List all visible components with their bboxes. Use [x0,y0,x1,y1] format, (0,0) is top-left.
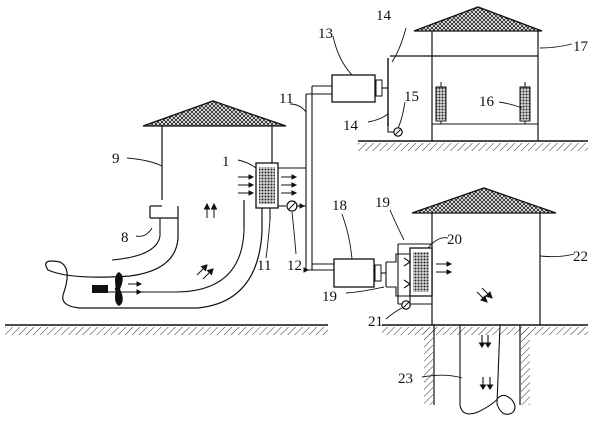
pipe-network [269,85,334,271]
label-14-top: 14 [376,8,392,24]
up-arrows-house [196,202,218,280]
label-21: 21 [368,314,383,330]
top-house [390,6,543,141]
label-20: 20 [447,232,462,248]
down-arrows-pit [478,335,494,391]
label-8: 8 [121,230,129,246]
part-labels: 1 8 9 11 11 12 13 14 14 15 16 17 18 19 1… [112,8,589,387]
label-13: 13 [318,26,333,42]
label-14-bottom: 14 [343,118,359,134]
label-19-bottom: 19 [322,289,337,305]
label-23: 23 [398,371,413,387]
ground-right [382,324,588,335]
radiator-right-16 [519,82,531,124]
ground-top-house [358,140,588,151]
top-unit-13 [331,58,398,133]
heat-exchanger-coil [255,162,279,209]
leader-lines [126,27,575,379]
fan-arrows [128,281,143,295]
label-17: 17 [573,39,589,55]
label-22: 22 [573,249,588,265]
label-9: 9 [112,151,120,167]
label-11-upper: 11 [279,91,293,107]
fan-icon [92,272,123,306]
label-1: 1 [222,154,230,170]
bottom-house [397,187,557,325]
radiator-left [435,82,447,124]
label-15: 15 [404,89,419,105]
valve-21 [401,296,411,310]
label-11-lower: 11 [257,258,271,274]
arrows-out-coil-bottom [436,261,493,303]
label-19-top: 19 [375,195,390,211]
arrows-into-coil [238,174,298,196]
ground-left [5,324,328,335]
label-16: 16 [479,94,495,110]
bottom-coil-20 [403,247,433,297]
label-18: 18 [332,198,347,214]
valve-15 [393,127,403,137]
pump-12 [286,200,298,212]
bottom-unit-18 [333,253,410,297]
pipe-arrows [296,203,310,273]
underground-pit [424,324,530,415]
label-12: 12 [287,258,302,274]
